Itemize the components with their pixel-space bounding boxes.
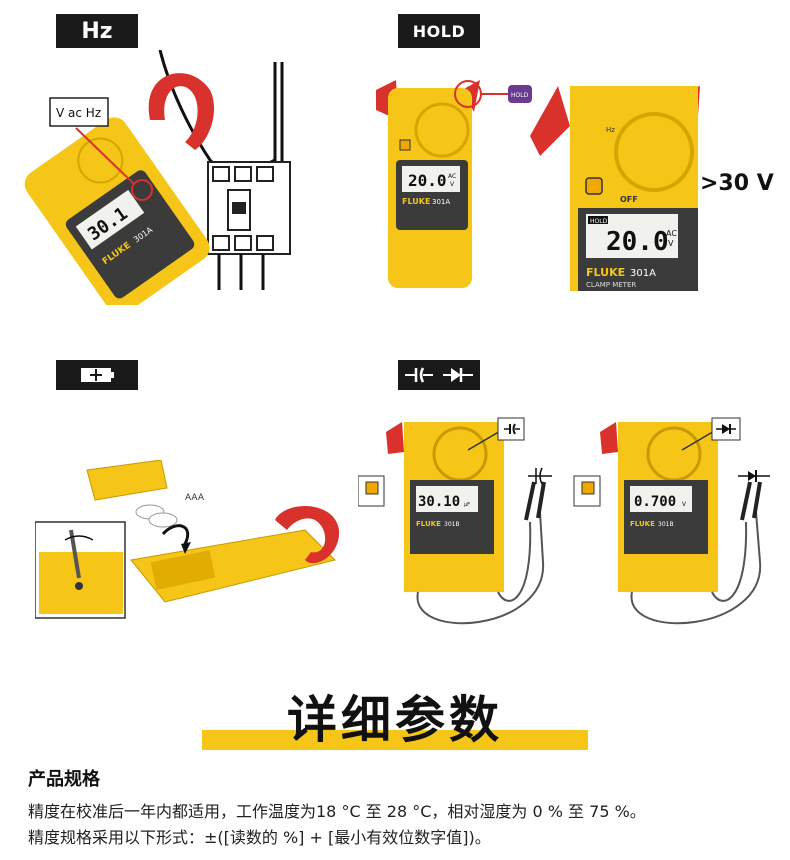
hold-meter-ac: AC (448, 173, 456, 180)
capacitor-diode-tag (398, 360, 480, 390)
zoom-subtitle: CLAMP METER (586, 281, 636, 289)
spec-heading: 产品规格 (28, 769, 100, 790)
diode-illustration: 0.700 V FLUKE 301B (573, 417, 770, 625)
zoom-lcd-ac: AC (666, 229, 677, 238)
capacitance-illustration: 30.10 μF FLUKE 301B (358, 417, 552, 625)
zoom-lcd-hold: HOLD (590, 218, 608, 225)
hold-zoom-illustration: Hz OFF HOLD 20.0 AC V FLUKE 301A CLAMP M… (530, 86, 774, 291)
hold-meter-reading: 20.0 (408, 171, 447, 190)
hold-illustration: 20.0 AC V FLUKE 301A HOLD (376, 80, 532, 288)
section-title: 详细参数 (287, 691, 503, 749)
diode-reading: 0.700 (634, 494, 676, 510)
battery-tag (56, 360, 138, 390)
hold-meter-brand: FLUKE (402, 197, 430, 206)
hz-illustration: 30.1 FLUKE 301A V ac Hz (24, 50, 291, 305)
diode-unit: V (682, 501, 687, 508)
capacitor-diode-icon (405, 367, 473, 383)
capacitance-unit: μF (464, 502, 470, 508)
hold-tag: HOLD (398, 14, 480, 48)
zoom-lcd-v: V (668, 239, 674, 248)
spec-text-line-1: 精度在校准后一年内都适用，工作温度为18 °C 至 28 °C，相对湿度为 0 … (28, 802, 646, 821)
aaa-label: AAA (185, 493, 205, 503)
hz-tag: Hz (56, 14, 138, 48)
banner-underline (202, 730, 588, 750)
zoom-model: 301A (630, 268, 656, 279)
cap-meter-brand: FLUKE (416, 520, 441, 528)
zoom-brand: FLUKE (586, 266, 625, 279)
capacitance-reading: 30.10 (418, 494, 460, 510)
battery-illustration: AAA (35, 460, 340, 619)
battery-icon (81, 368, 114, 382)
zoom-dial-off: OFF (620, 195, 638, 204)
zoom-dial-hz: Hz (606, 126, 615, 134)
cap-meter-model: 301B (444, 521, 460, 528)
hold-meter-v: V (450, 181, 455, 188)
diode-meter-brand: FLUKE (630, 520, 655, 528)
diode-meter-model: 301B (658, 521, 674, 528)
spec-text-line-2: 精度规格采用以下形式：±([读数的 %] + [最小有效位数字值])。 (28, 828, 491, 847)
hold-meter-model: 301A (432, 198, 450, 206)
hold-zoom-reading: 20.0 (606, 227, 669, 257)
over-30v-label: >30 V (700, 171, 774, 196)
v-ac-hz-label: V ac Hz (56, 106, 101, 120)
hold-button-callout: HOLD (511, 92, 529, 99)
section-banner: 详细参数 (0, 672, 790, 752)
